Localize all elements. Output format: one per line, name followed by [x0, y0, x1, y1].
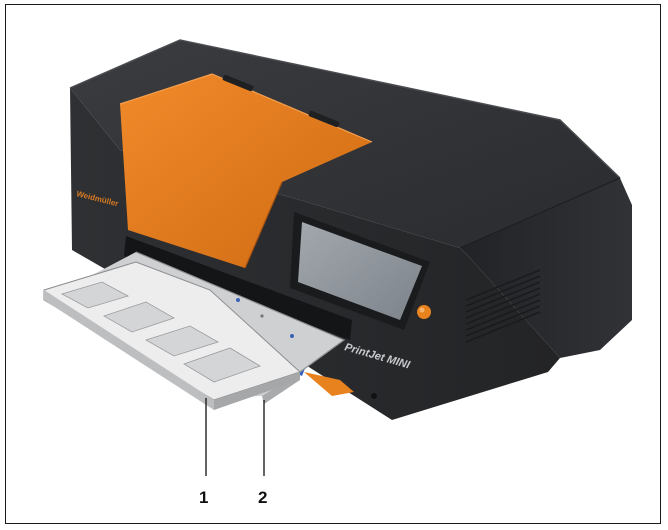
- side-vent-grille: [465, 269, 541, 343]
- touchscreen-display: [298, 222, 422, 320]
- housing-right-side: [460, 178, 632, 358]
- power-button: [417, 305, 431, 319]
- cover-hinge-right: [308, 110, 340, 128]
- cover-hinge-left: [222, 74, 254, 92]
- callout-number-2: 2: [258, 488, 268, 507]
- orange-latch: [304, 372, 354, 396]
- tray-slot: [124, 236, 352, 340]
- callout-number-1: 1: [199, 488, 209, 507]
- orange-cover: [120, 74, 372, 268]
- holder-slots: [60, 281, 261, 383]
- front-port: [371, 393, 377, 399]
